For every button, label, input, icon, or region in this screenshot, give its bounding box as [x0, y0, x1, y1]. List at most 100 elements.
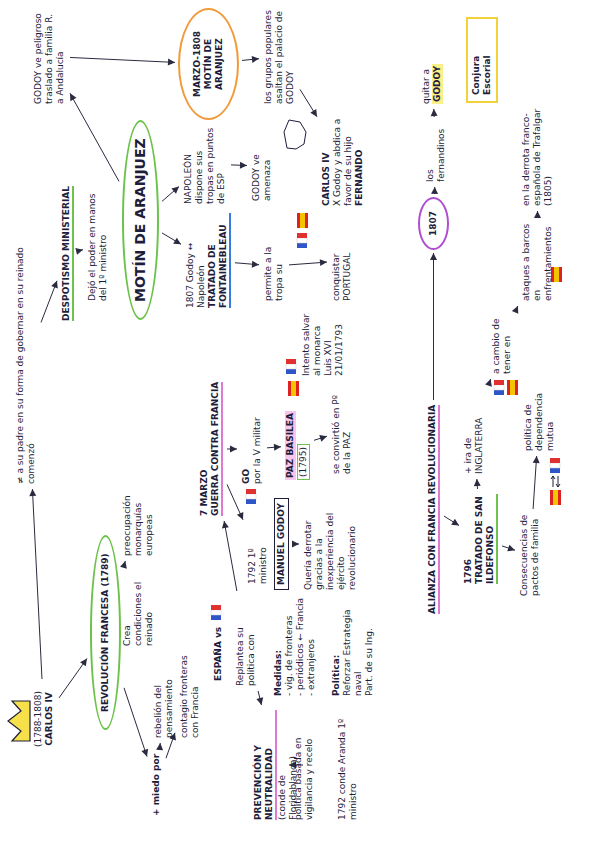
connector-arrow	[41, 281, 58, 323]
node-text: Consecuencias de pactos de familia	[519, 514, 541, 596]
node-text: Replantea su política con	[235, 596, 257, 686]
node-text: DESPOTISMO MINISTERIAL	[61, 186, 74, 321]
arrow-head	[474, 479, 481, 486]
note-node: 1807 Godoy ↔ NapoleónTRATADO DE FONTAINE…	[184, 211, 232, 310]
connector-line	[41, 281, 57, 323]
connector-line	[224, 521, 237, 591]
node-text: TRATADO DE FONTAINEBLEAU	[207, 213, 231, 308]
node-text: en enfrentamientos	[532, 219, 554, 301]
arrow-head	[319, 435, 327, 442]
note-node: política basada en vigilancia y recelo	[292, 708, 316, 822]
node-text: contagio fronteras con Francia	[179, 643, 201, 738]
circle-node: 1807	[418, 197, 449, 250]
oval-node: MOTÍN DE ARANJUEZ	[122, 120, 159, 320]
note-node: ALIANZA CON FRANCIA REVOLUCIONARIA	[426, 403, 441, 616]
node-text: CARLOS IV	[321, 153, 332, 207]
french-flag	[246, 489, 256, 504]
note-node: Replantea su política con	[234, 594, 258, 688]
note-node: Política:Reforzar Estrategia navalPart. …	[330, 594, 376, 698]
node-text: X Godoy y abdica a favor de su hijo	[332, 111, 354, 206]
arrow-head	[256, 697, 263, 705]
note-node: 1792 1º ministro	[246, 520, 270, 586]
node-text: (1795)	[297, 444, 310, 480]
note-node: (1788-1808)CARLOS IV	[32, 682, 56, 756]
arrow-head	[171, 187, 179, 194]
note-node: preocupación monarquías europeas	[121, 469, 156, 558]
connector-line	[70, 93, 119, 181]
connector-arrow	[300, 89, 317, 116]
note-node: ESPAÑA vs	[212, 625, 225, 683]
arrow-head	[173, 238, 181, 245]
connector-arrow	[292, 541, 299, 548]
note-node: quitar aGODOY	[420, 42, 444, 106]
arrow-head	[168, 59, 175, 66]
connector-arrow	[512, 306, 518, 314]
note-node: Consecuencias de pactos de familia	[518, 512, 542, 598]
note-node: ≠ a su padre en su forma de gobernar en …	[14, 237, 38, 486]
node-text: - vig. de fronteras	[284, 616, 295, 696]
connector-line	[444, 516, 459, 525]
boxed-node: Conjura Escorial	[466, 17, 498, 103]
connector-arrow	[502, 545, 515, 552]
note-node: se convirtió en Pº de la PAZ	[330, 387, 354, 476]
french-flag	[550, 458, 560, 473]
node-text: Medidas:	[273, 650, 284, 696]
node-text: GODOY ve peligroso traslado a familia R.…	[33, 9, 66, 104]
node-text: GODOY ve amenaza	[251, 131, 273, 201]
arrow-head	[141, 749, 148, 757]
connector-arrow	[124, 688, 148, 757]
node-text: MARZO-1808	[192, 31, 203, 97]
note-node: los grupos populares asaltan el palacio …	[262, 7, 297, 106]
arrow-head	[120, 561, 127, 569]
node-text: 1807 Godoy ↔ Napoleón	[185, 213, 207, 308]
note-node: + ira de INGLATERRA	[462, 387, 486, 476]
connector-arrow	[314, 435, 327, 442]
oval-node: REVOLUCIÓN FRANCESA (1789)	[90, 535, 121, 730]
connector-arrow	[120, 561, 127, 569]
note-node: DESPOTISMO MINISTERIAL	[60, 184, 75, 323]
french-flag	[297, 233, 307, 248]
note-node: rebelión del pensamiento	[152, 661, 176, 740]
arrow-head	[320, 259, 327, 266]
connector-arrow	[156, 743, 163, 750]
node-text: CARLOS IV	[44, 692, 55, 746]
note-node: NAPOLEÓN dispone sus tropas en puntos de…	[182, 122, 228, 206]
node-text: MOTÍN DE ARANJUEZ	[132, 138, 149, 302]
arrow-head	[512, 306, 518, 314]
connector-line	[32, 489, 42, 679]
node-text: FERNANDO	[354, 150, 365, 206]
note-node: GODOY ve amenaza	[250, 129, 274, 203]
note-node: Medidas:- vig. de fronteras- periódicos …	[272, 594, 318, 698]
node-text: MANUEL GODOY	[276, 503, 287, 585]
node-text: ataques a barcos	[521, 224, 532, 301]
connector-arrow	[29, 489, 42, 679]
arrow-head	[237, 512, 243, 520]
arrow-head	[240, 162, 247, 169]
node-text: Conjura Escorial	[471, 25, 493, 95]
node-text: Reforzar Estrategia naval	[342, 596, 364, 696]
connector-arrow	[256, 691, 263, 705]
node-text: 1792 1º ministro	[247, 522, 269, 584]
connector-arrow	[231, 162, 247, 169]
arrow-head	[252, 261, 259, 268]
note-node: Dejó el poder en manos del 1º ministro	[86, 189, 110, 303]
connector-arrow	[162, 187, 179, 202]
node-text: a cambio de	[491, 319, 502, 374]
arrow-head	[310, 109, 317, 117]
node-text: política basada en vigilancia y recelo	[293, 710, 315, 820]
node-text: Intento salvar al monarca	[301, 304, 323, 376]
node-text: Dejó el poder en manos del 1º ministro	[87, 191, 109, 301]
node-text: ALIANZA CON FRANCIA REVOLUCIONARIA	[427, 405, 440, 614]
connector-line	[162, 187, 179, 202]
node-text: 1792 conde Aranda 1º ministro	[337, 710, 359, 820]
node-text: conquistar PORTUGAL	[331, 221, 353, 301]
note-node: ataques a barcosen enfrentamientos	[520, 217, 555, 303]
boxed-node: MANUEL GODOY	[274, 498, 289, 590]
node-text: tener en	[502, 336, 513, 374]
french-flag	[211, 605, 221, 620]
note-node: PAZ BASILEA(1795)	[284, 409, 311, 482]
arrow-head	[485, 379, 492, 387]
connector-line	[162, 233, 181, 244]
connector-arrow	[267, 444, 281, 451]
